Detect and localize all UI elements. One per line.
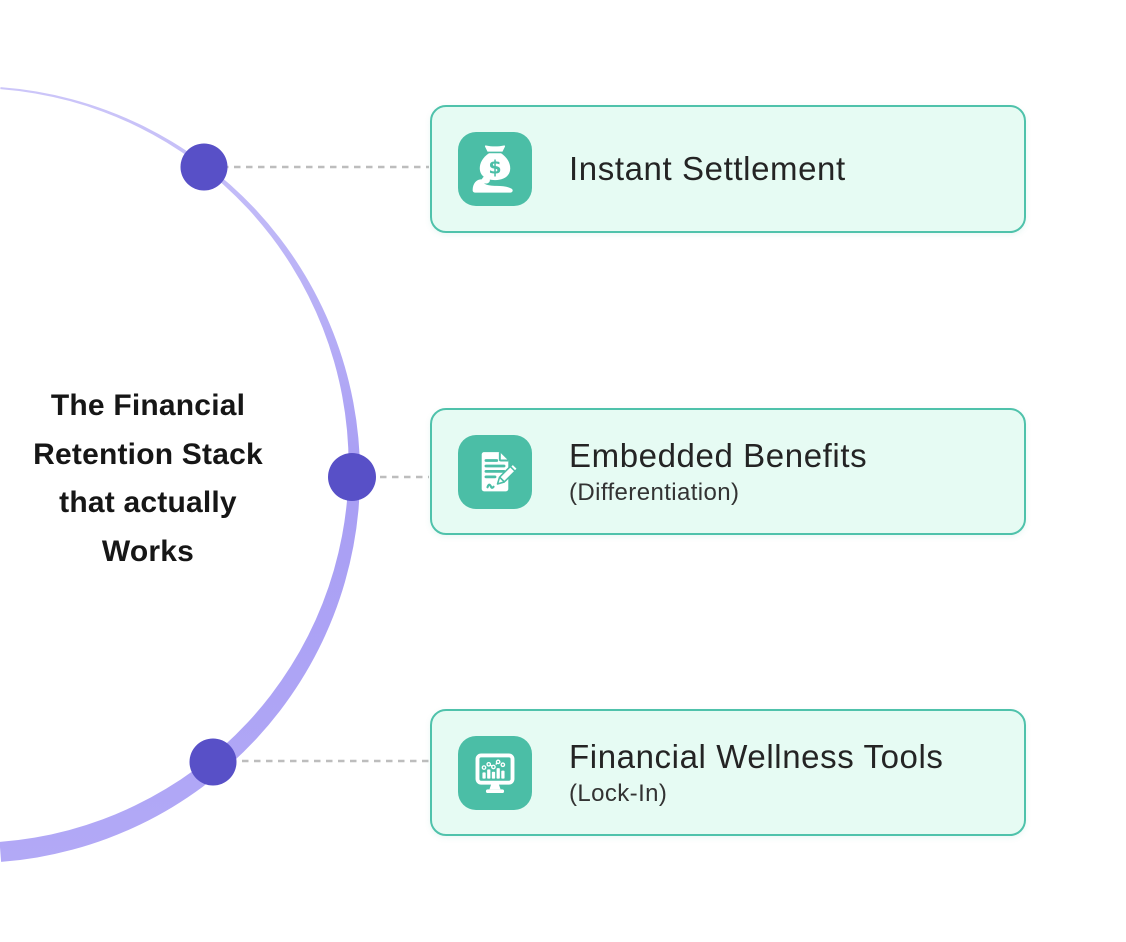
diagram-title: The Financial Retention Stack that actua… [6,382,290,576]
card-subtitle: (Lock-In) [569,779,668,807]
card-title: Instant Settlement [569,150,846,188]
financial-dashboard-icon [458,735,532,810]
card-financial-wellness-tools: Financial Wellness Tools (Lock-In) [430,709,1026,836]
diagram-title-line: that actually [59,486,237,519]
card-instant-settlement: $ Instant Settlement [430,105,1026,233]
card-title: Embedded Benefits [569,436,868,474]
diagram-title-line: Retention Stack [33,437,263,471]
money-bag-hand-icon: $ [458,132,532,206]
card-embedded-benefits: Embedded Benefits (Differentiation) [430,408,1026,535]
svg-text:$: $ [488,157,501,178]
card-title: Financial Wellness Tools [569,737,944,775]
diagram-title-line: Works [101,534,195,568]
stage-dot-3 [189,738,237,786]
document-signature-icon [458,434,532,509]
stage-dot-2 [328,453,376,501]
card-subtitle: (Differentiation) [569,478,740,506]
stage-dot-1 [180,143,228,191]
diagram-title-line: The Financial [50,389,246,422]
